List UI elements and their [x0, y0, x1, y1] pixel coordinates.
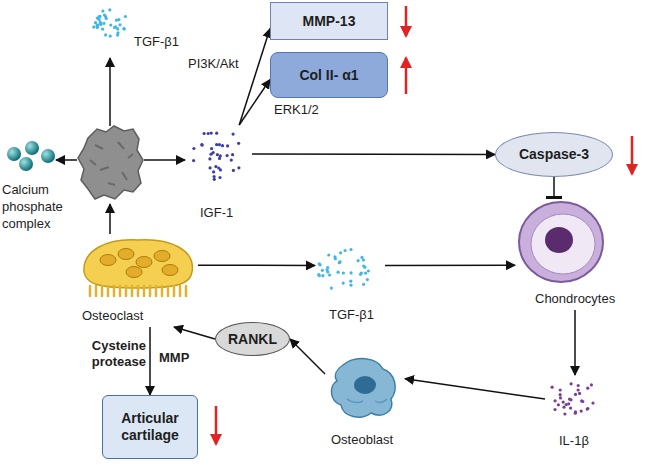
- arrow-osteoclast-blob: [109, 204, 111, 234]
- cell-icon: Osteoclast: [78, 232, 198, 327]
- arrow: [239, 80, 270, 125]
- growth-factor: TGF-β1: [315, 245, 385, 327]
- arrow-blob-left: [56, 159, 77, 161]
- edge-label: MMP: [157, 350, 191, 366]
- icon: [315, 245, 375, 295]
- cytokine: IL-1β: [545, 375, 605, 455]
- red-arrow-down: [631, 136, 634, 174]
- caption: Osteoblast: [331, 432, 393, 449]
- box-label: MMP-13: [303, 13, 356, 30]
- bone-matrix-blob: [78, 126, 143, 199]
- growth-factor: IGF-1: [188, 125, 252, 222]
- edge-label: ERK1/2: [272, 102, 321, 118]
- arrow: [385, 264, 515, 266]
- icon: [78, 232, 198, 298]
- icon: [515, 198, 610, 286]
- box-label: Col II- α1: [299, 67, 358, 84]
- icon: [2, 140, 62, 174]
- bone-matrix-texture: [90, 142, 133, 185]
- caption: Chondrocytes: [535, 291, 615, 308]
- process-box: Col II- α1: [270, 52, 388, 98]
- arrow: [198, 265, 315, 267]
- ligand-ellipse: RANKL: [215, 322, 290, 356]
- icon: [188, 125, 246, 183]
- caption: TGF-β1: [329, 307, 374, 324]
- arrow-blob-up: [109, 58, 111, 126]
- process-box: MMP-13: [270, 2, 388, 40]
- caption: Calcium phosphate complex: [2, 182, 72, 233]
- box-label: Caspase-3: [519, 146, 589, 163]
- arrow: [239, 29, 270, 125]
- box-label: Articular cartilage: [109, 410, 191, 444]
- cell-icon: Osteoblast: [325, 355, 405, 450]
- arrow: [290, 339, 325, 374]
- caption: IL-1β: [559, 433, 589, 450]
- tissue-box: Articular cartilage: [102, 395, 198, 459]
- arrow: [574, 310, 576, 375]
- cell-icon: Chondrocytes: [515, 198, 635, 310]
- arrow: [149, 327, 151, 395]
- red-arrow-up: [405, 58, 408, 94]
- edge-label: PI3K/Akt: [186, 56, 241, 72]
- arrow: [174, 327, 215, 339]
- icon: [325, 355, 405, 421]
- inhibition-line: [553, 177, 555, 198]
- caption: TGF-β1: [134, 34, 179, 51]
- red-arrow-down: [215, 406, 218, 444]
- red-arrow-down: [405, 6, 408, 36]
- mineral-icon: Calcium phosphate complex: [2, 140, 74, 235]
- caption: IGF-1: [200, 205, 233, 222]
- growth-factor: TGF-β1: [88, 4, 188, 54]
- annotation: Cysteine protease: [58, 338, 148, 369]
- icon: [88, 4, 130, 40]
- caption: Osteoclast: [82, 308, 143, 325]
- arrow: [405, 379, 545, 399]
- icon: [545, 375, 601, 419]
- arrow: [252, 153, 495, 155]
- enzyme-ellipse: Caspase-3: [495, 132, 613, 177]
- arrow-blob-right: [144, 159, 185, 161]
- box-label: RANKL: [228, 331, 277, 348]
